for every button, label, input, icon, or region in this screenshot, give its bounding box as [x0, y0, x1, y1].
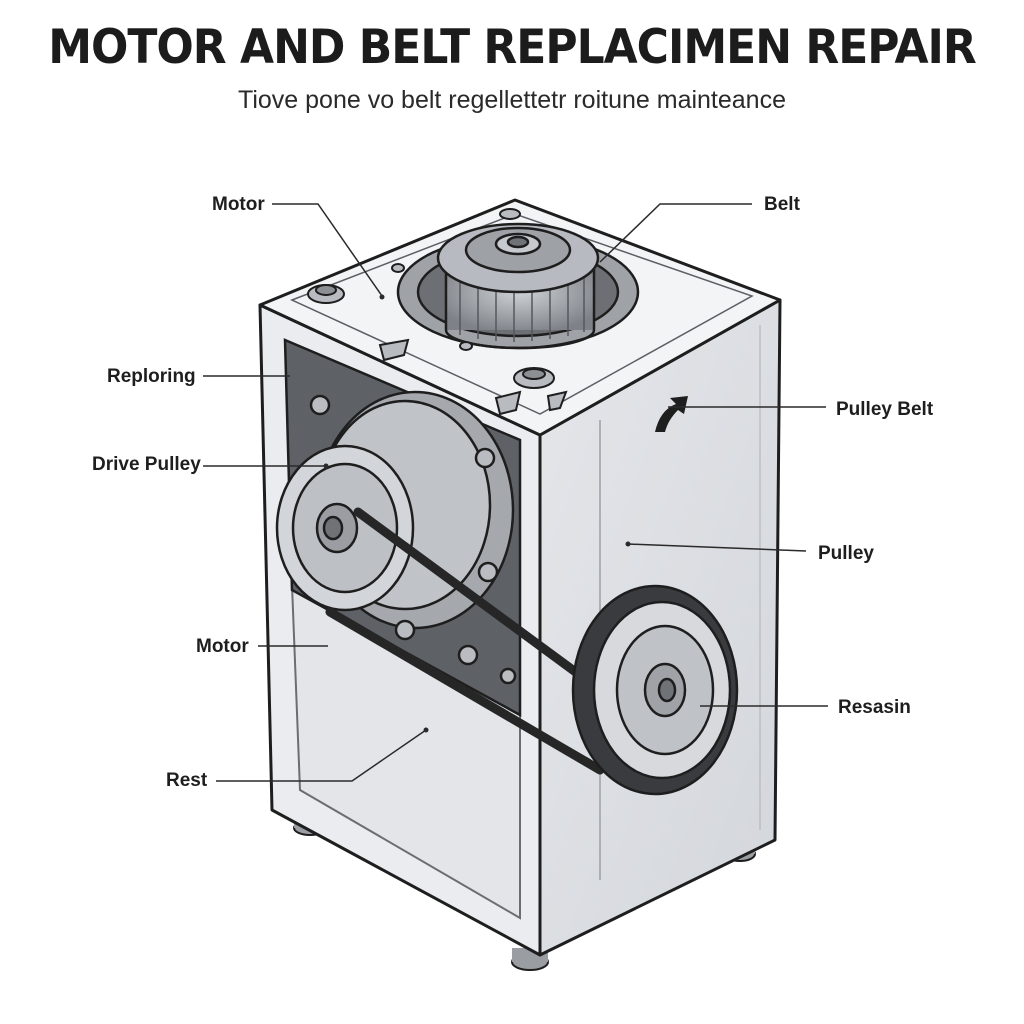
drive-pulley — [275, 444, 415, 612]
side-arrow-icon — [655, 396, 688, 432]
label-resasin: Resasin — [838, 697, 911, 718]
label-reploring: Reploring — [107, 366, 196, 387]
leader-lines — [203, 203, 828, 782]
diagram-subtitle: Tiove pone vo belt regellettetr roitune … — [237, 86, 786, 114]
drive-belt — [325, 507, 605, 775]
label-motor-mid: Motor — [196, 636, 249, 657]
large-pulley-wheel — [571, 584, 739, 796]
label-drive-pulley: Drive Pulley — [92, 454, 201, 475]
label-pulley-belt: Pulley Belt — [836, 399, 934, 420]
label-motor-top: Motor — [212, 194, 265, 215]
top-drum-motor — [396, 222, 640, 350]
label-pulley: Pulley — [818, 543, 874, 564]
diagram-title: MOTOR AND BELT REPLACIMEN REPAIR — [48, 19, 977, 76]
label-belt: Belt — [764, 194, 801, 215]
top-mounting-brackets — [307, 208, 568, 416]
label-rest: Rest — [166, 770, 208, 791]
